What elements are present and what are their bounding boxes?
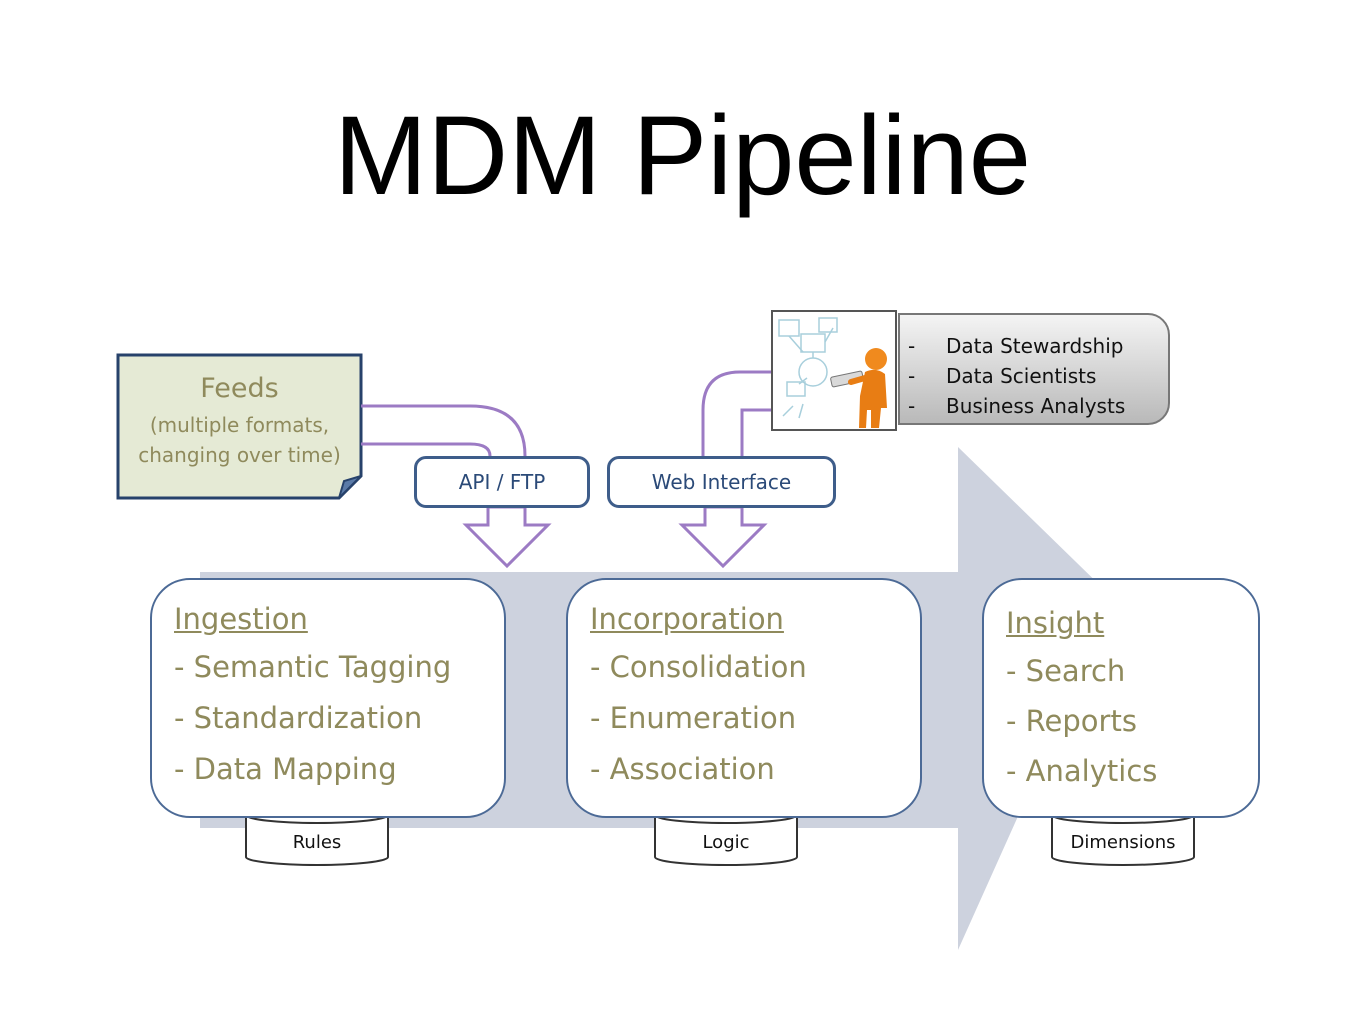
stage-heading: Ingestion — [174, 602, 308, 636]
stage-insight: Insight - Search - Reports - Analytics — [982, 578, 1260, 818]
feeds-connector-lower — [361, 442, 492, 457]
web-down-arrow — [678, 505, 768, 569]
web-connector-outer — [701, 370, 771, 456]
page-title: MDM Pipeline — [333, 93, 1032, 218]
role-item: -Business Analysts — [908, 394, 1126, 418]
role-item: -Data Scientists — [908, 364, 1097, 388]
stage-item: - Consolidation — [590, 650, 807, 684]
stage-incorporation: Incorporation - Consolidation - Enumerat… — [566, 578, 922, 818]
feeds-note-fold — [338, 475, 362, 499]
role-item: -Data Stewardship — [908, 334, 1124, 358]
stage-ingestion: Ingestion - Semantic Tagging - Standardi… — [150, 578, 506, 818]
stage-item: - Association — [590, 752, 775, 786]
store-label-dimensions: Dimensions — [1070, 832, 1176, 853]
stage-item: - Data Mapping — [174, 752, 397, 786]
stage-item: - Enumeration — [590, 701, 797, 735]
person-with-clipboard-icon — [778, 317, 887, 428]
store-label-rules: Rules — [292, 832, 342, 853]
stage-heading: Incorporation — [590, 602, 784, 636]
stage-item: - Analytics — [1006, 754, 1158, 788]
stage-item: - Reports — [1006, 704, 1137, 738]
stage-item: - Search — [1006, 654, 1126, 688]
feeds-note: Feeds (multiple formats, changing over t… — [118, 355, 361, 498]
feeds-heading: Feeds — [200, 373, 279, 404]
web-interface-box: Web Interface — [607, 456, 836, 508]
web-connector-inner — [740, 408, 771, 456]
api-down-arrow — [462, 505, 552, 569]
user-image — [771, 310, 897, 431]
feeds-subtext: (multiple formats, changing over time) — [138, 413, 341, 467]
feeds-connector-upper — [361, 404, 527, 457]
stage-item: - Semantic Tagging — [174, 650, 452, 684]
roles-box: -Data Stewardship -Data Scientists -Busi… — [898, 313, 1170, 425]
stage-heading: Insight — [1006, 606, 1105, 640]
api-ftp-box: API / FTP — [414, 456, 590, 508]
stage-item: - Standardization — [174, 701, 423, 735]
store-label-logic: Logic — [702, 832, 750, 853]
